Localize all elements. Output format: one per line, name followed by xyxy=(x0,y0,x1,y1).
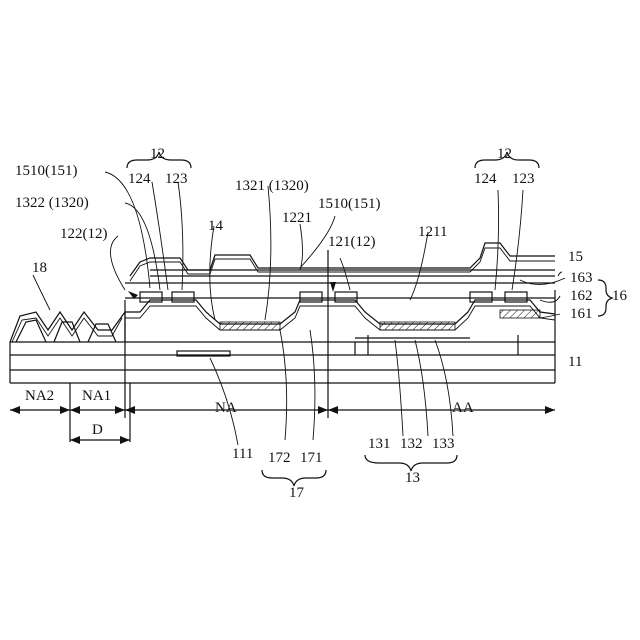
hatched-layer-132 xyxy=(380,322,455,330)
label-162: 162 xyxy=(570,288,593,304)
label-161: 161 xyxy=(570,306,593,322)
label-131: 131 xyxy=(368,436,391,452)
label-171: 171 xyxy=(300,450,323,466)
label-15: 15 xyxy=(568,249,583,265)
label-124-left: 124 xyxy=(128,171,151,187)
label-13: 13 xyxy=(405,470,420,486)
label-172: 172 xyxy=(268,450,291,466)
label-na1: NA1 xyxy=(82,388,111,404)
label-17: 17 xyxy=(289,485,305,501)
label-133: 133 xyxy=(432,436,455,452)
label-aa: AA xyxy=(452,400,474,416)
label-1321: 1321 (1320) xyxy=(235,178,309,194)
label-14: 14 xyxy=(208,218,224,234)
label-12-right: 12 xyxy=(497,146,512,162)
label-1211: 1211 xyxy=(418,224,447,240)
label-16: 16 xyxy=(612,288,628,304)
label-1322: 1322 (1320) xyxy=(15,195,89,211)
stack-layers-16 xyxy=(125,243,555,330)
label-122: 122(12) xyxy=(60,226,108,242)
label-na2: NA2 xyxy=(25,388,54,404)
label-111: 111 xyxy=(232,446,253,462)
label-123-left: 123 xyxy=(165,171,188,187)
label-163: 163 xyxy=(570,270,593,286)
label-12-left: 12 xyxy=(150,146,165,162)
label-124-right: 124 xyxy=(474,171,497,187)
hatched-layer-1321 xyxy=(220,322,280,330)
label-d: D xyxy=(92,422,103,438)
label-121: 121(12) xyxy=(328,234,376,250)
label-1510-mid: 1510(151) xyxy=(318,196,381,212)
label-1510-left: 1510(151) xyxy=(15,163,78,179)
label-132: 132 xyxy=(400,436,423,452)
label-1221: 1221 xyxy=(282,210,312,226)
label-123-right: 123 xyxy=(512,171,535,187)
hatched-layer-right xyxy=(500,310,540,318)
label-18: 18 xyxy=(32,260,47,276)
label-na: NA xyxy=(215,400,237,416)
ridge-structures-18 xyxy=(10,312,125,342)
label-11: 11 xyxy=(568,354,582,370)
